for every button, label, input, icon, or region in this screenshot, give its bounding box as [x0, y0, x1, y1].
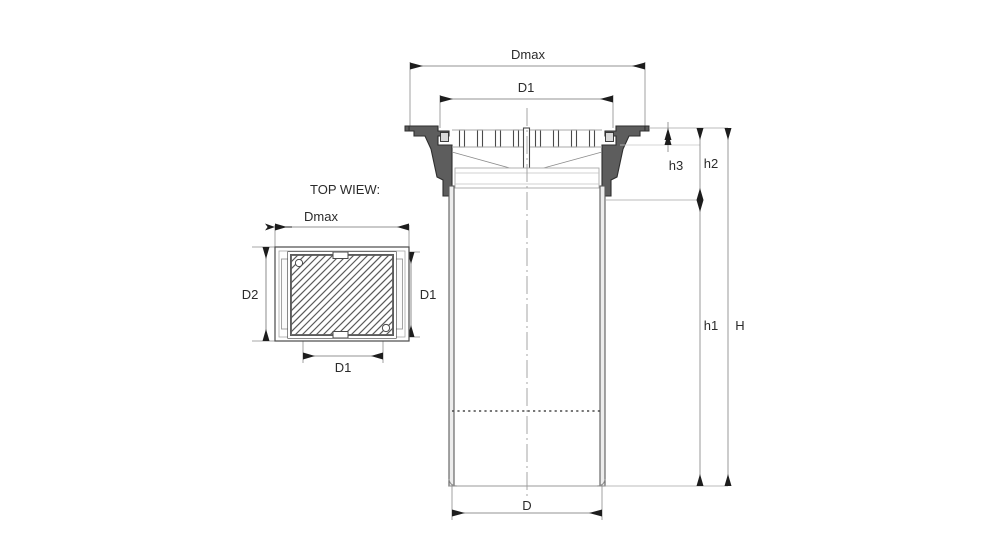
section-d1-label: D1 — [518, 80, 535, 95]
top-view-d2-label: D2 — [242, 287, 259, 302]
D-label: D — [522, 498, 531, 513]
top-view-grate-plate — [287, 251, 397, 339]
top-view-d2-dimension: D2 — [242, 246, 278, 342]
pipe-body — [448, 185, 606, 487]
H-dimension: H — [724, 128, 745, 486]
section-d1-dimension: D1 — [439, 80, 614, 128]
top-view-label: TOP WIEW: — [310, 182, 380, 197]
top-view-d1-bottom-label: D1 — [335, 360, 352, 375]
h1-label: h1 — [704, 318, 718, 333]
right-flange-profile — [601, 125, 646, 197]
H-label: H — [735, 318, 744, 333]
flange-grate-assembly — [404, 125, 650, 197]
left-flange-profile — [408, 125, 453, 197]
h1-dimension: h1 — [696, 200, 718, 486]
section-dmax-dimension: Dmax — [409, 47, 646, 126]
top-view-d1-right-dimension: D1 — [396, 251, 437, 338]
h3-label: h3 — [669, 158, 683, 173]
h3-dimension: h3 — [664, 122, 683, 173]
h2-label: h2 — [704, 156, 718, 171]
top-view-dmax-dimension: Dmax — [265, 209, 410, 248]
section-dmax-label: Dmax — [511, 47, 545, 62]
top-view-dmax-label: Dmax — [304, 209, 338, 224]
top-view-d1-right-label: D1 — [420, 287, 437, 302]
section-view-group: Dmax D1 — [404, 47, 745, 520]
top-view-d1-bottom-dimension: D1 — [302, 340, 384, 375]
h2-dimension: h2 — [696, 128, 718, 200]
D-dimension: D — [451, 484, 603, 520]
top-view-group: TOP WIEW: Dmax D2 — [242, 182, 437, 375]
grate-center-bar — [522, 127, 531, 174]
